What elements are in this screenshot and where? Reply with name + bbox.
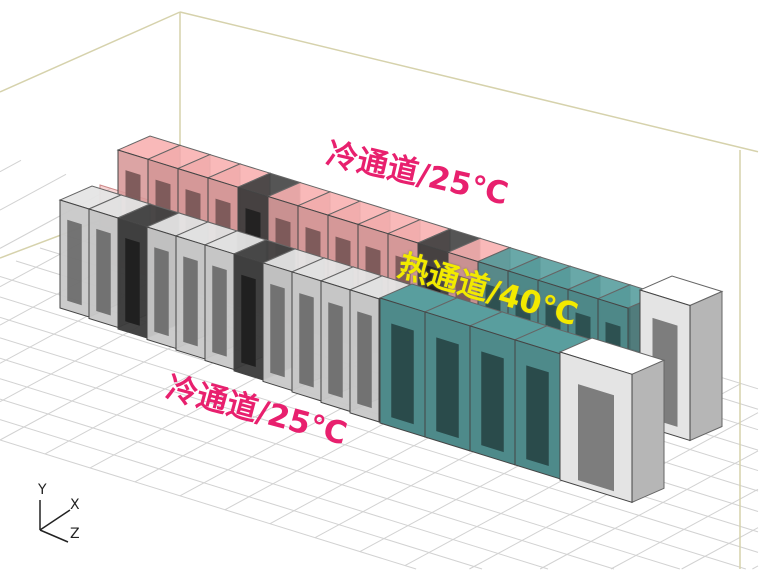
front-row-gray-rack-door <box>357 311 372 409</box>
floor-grid-line <box>0 316 759 553</box>
bounding-box-edge <box>0 11 181 93</box>
front-row-gray-rack-door <box>241 274 256 367</box>
front-row-gray-rack-door <box>154 247 169 337</box>
front-row-gray-rack-door <box>96 228 111 316</box>
front-row-teal-rack-door <box>391 323 414 425</box>
floor-grid-line <box>0 173 67 211</box>
front-row-gray-rack-door <box>183 256 198 347</box>
axis-x-label: X <box>70 497 80 513</box>
floor-grid-line <box>0 159 22 173</box>
front-row-teal-rack-door <box>526 365 549 467</box>
axis-triad-line <box>39 509 71 531</box>
floor-grid-line <box>681 527 759 570</box>
front-row-gray-rack-door <box>67 219 82 306</box>
axis-triad-line <box>39 529 69 543</box>
floor-grid-line <box>610 488 759 570</box>
front-row-endcap-door <box>578 384 614 492</box>
floor-grid-line <box>0 378 615 570</box>
front-row-gray-rack-door <box>299 293 314 388</box>
front-row-endcap-side <box>631 359 665 504</box>
axis-z-label: Z <box>70 526 80 542</box>
floor-grid-line <box>0 398 549 570</box>
back-row-endcap-side <box>689 290 723 442</box>
front-row-teal-rack-door <box>436 337 459 439</box>
floor-grid-line <box>0 357 681 570</box>
floor-grid-line <box>539 450 759 570</box>
front-row-gray-rack-door <box>212 265 227 357</box>
floor-grid-line <box>0 337 746 570</box>
floor-grid-line <box>752 565 759 570</box>
floor-grid-line <box>0 419 483 570</box>
axis-y-label: Y <box>38 482 47 498</box>
front-row-teal-rack-door <box>481 351 504 453</box>
bounding-box-edge <box>179 11 759 153</box>
front-row-gray-rack-door <box>270 283 285 378</box>
floor-grid-line <box>0 439 417 570</box>
front-row-gray-rack-door <box>125 238 140 326</box>
front-row-gray-rack-door <box>328 302 343 398</box>
